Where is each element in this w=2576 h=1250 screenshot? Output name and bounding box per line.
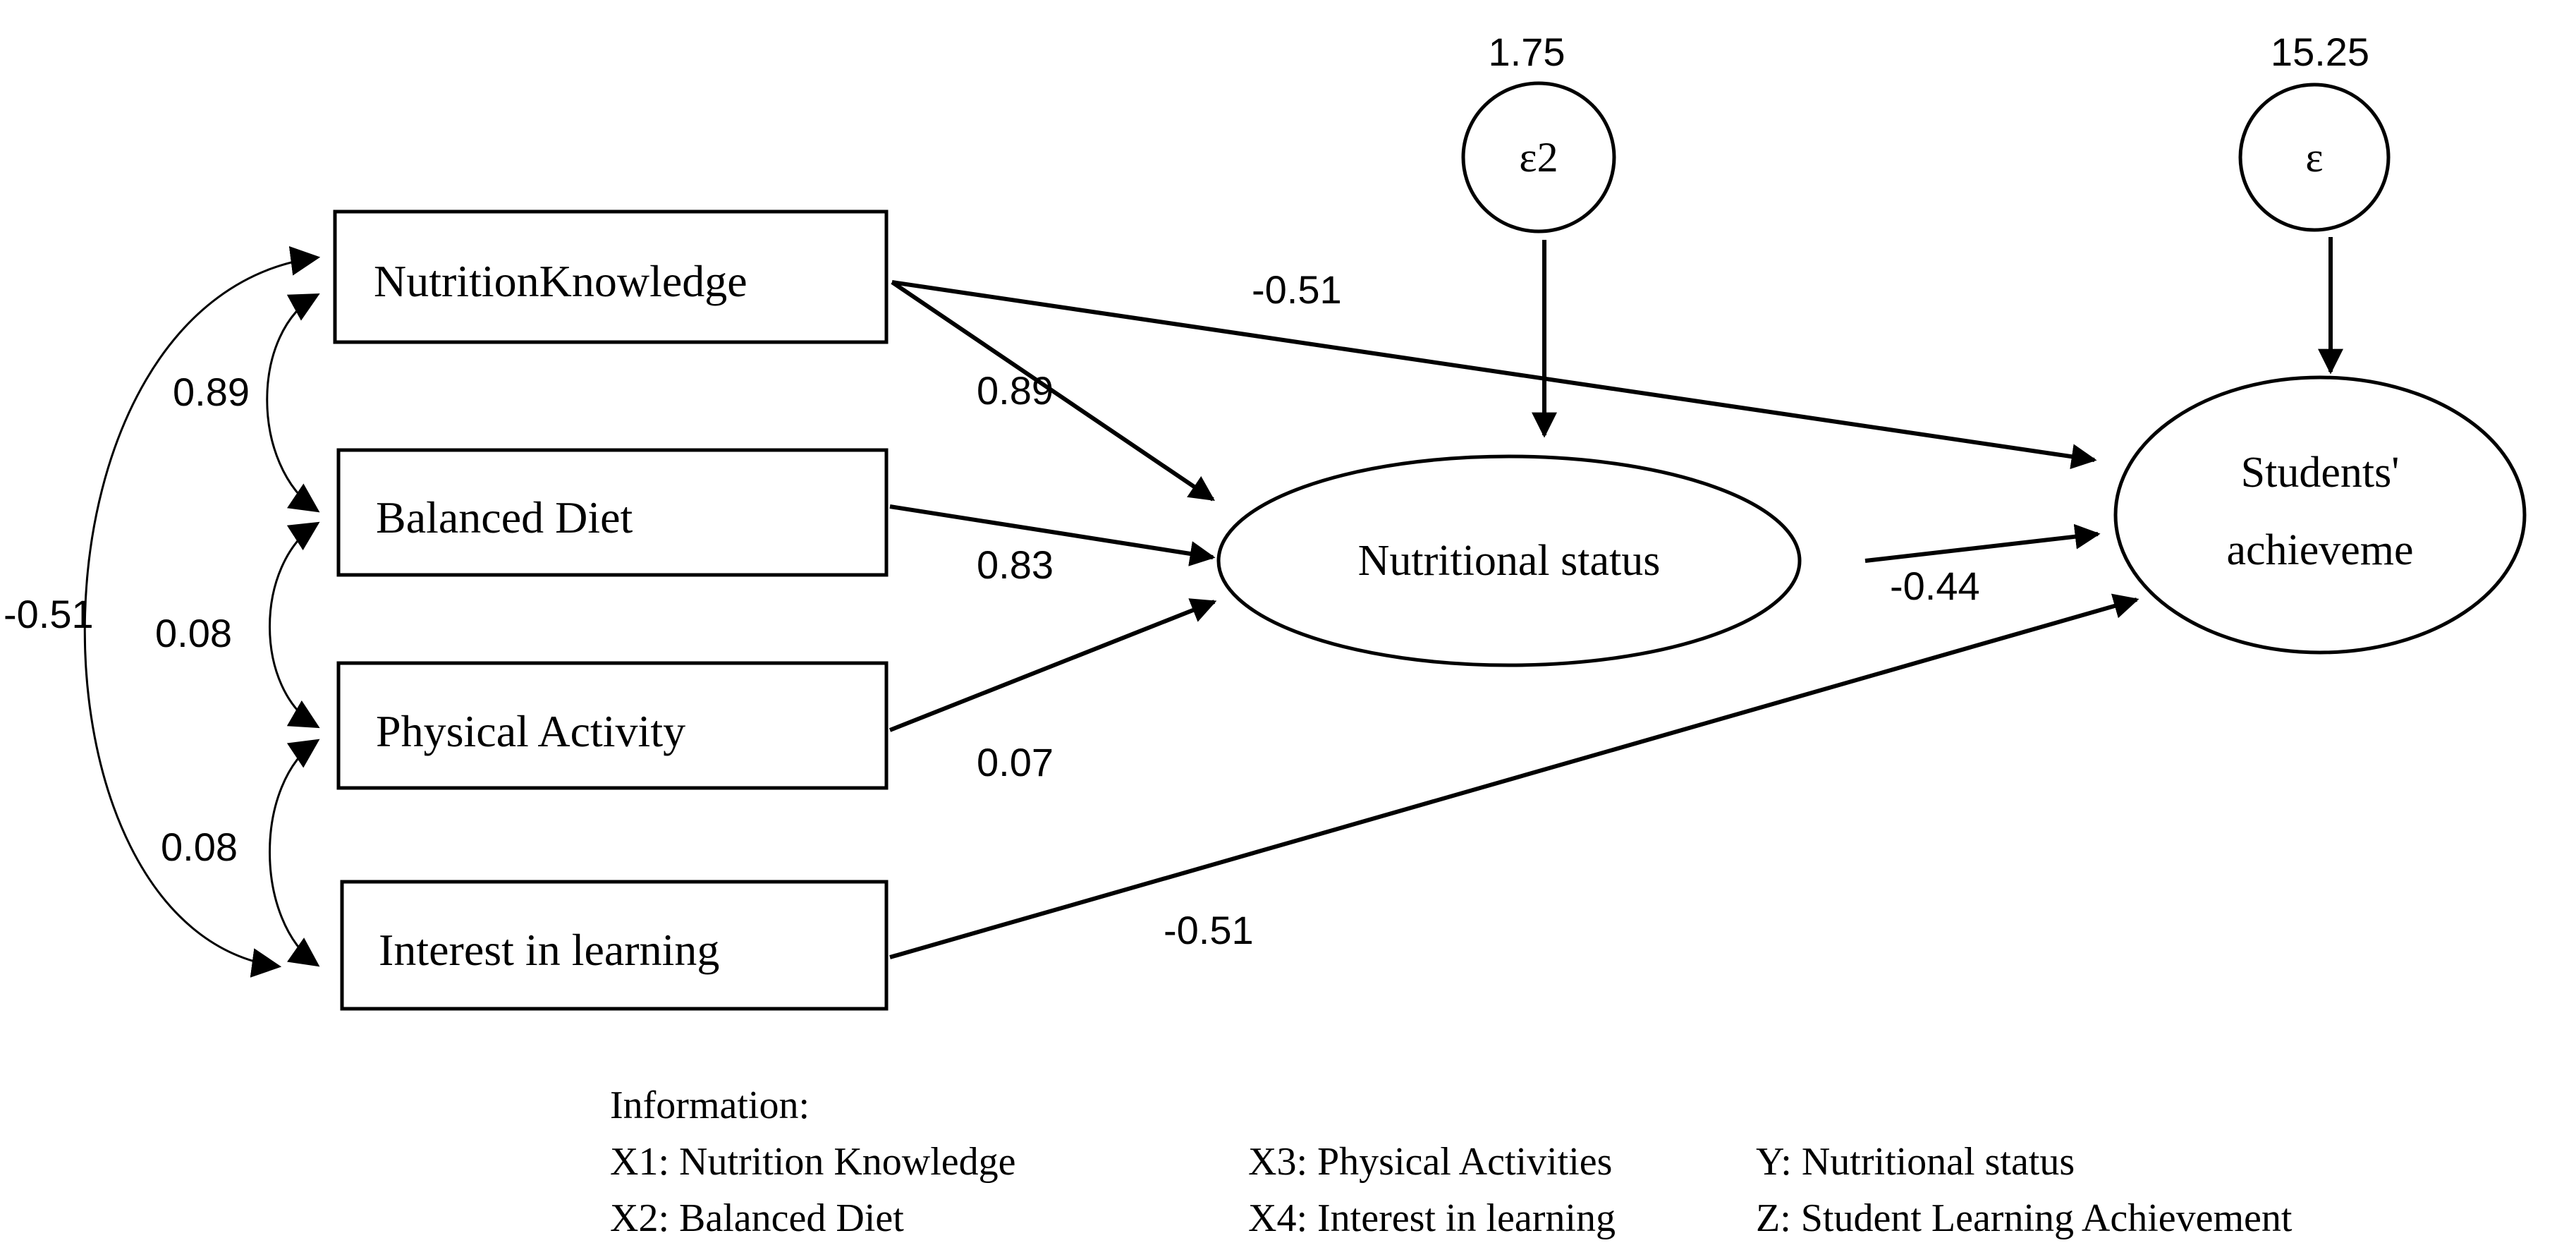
- cov-bd-pa: [269, 521, 320, 729]
- error-circle-e: ε 15.25: [2238, 30, 2391, 232]
- box-balanced-diet: Balanced Diet: [336, 448, 889, 577]
- arrow-bd-to-ns: [889, 504, 1216, 566]
- ellipse-students-achievement: Students' achieveme: [2113, 375, 2527, 655]
- coef-nk-to-ns: 0.89: [977, 368, 1054, 413]
- legend-heading: Information:: [610, 1084, 810, 1127]
- coef-il-to-sa: -0.51: [1164, 908, 1254, 952]
- legend-x3: X3: Physical Activities: [1248, 1140, 1612, 1184]
- cov-label-nk-bd: 0.89: [173, 370, 250, 414]
- cov-nk-bd: [266, 293, 320, 513]
- box-balanced-diet-label: Balanced Diet: [376, 492, 633, 542]
- coef-bd-to-ns: 0.83: [977, 542, 1054, 587]
- coef-nk-to-sa: -0.51: [1252, 267, 1342, 312]
- error-e-label: ε: [2305, 134, 2323, 181]
- variance-e2: 1.75: [1489, 30, 1565, 74]
- error-e2-label: ε2: [1519, 134, 1558, 181]
- cov-nk-il: [83, 246, 321, 978]
- box-interest-in-learning-label: Interest in learning: [379, 925, 719, 975]
- legend-x2: X2: Balanced Diet: [610, 1196, 904, 1240]
- legend-y: Y: Nutritional status: [1756, 1140, 2075, 1184]
- variance-e: 15.25: [2271, 30, 2369, 74]
- cov-pa-il: [269, 739, 320, 967]
- ellipse-students-line1: Students': [2241, 449, 2400, 497]
- box-nutrition-knowledge-label: NutritionKnowledge: [374, 256, 747, 306]
- arrow-il-to-sa: [889, 593, 2139, 959]
- cov-label-nk-il: -0.51: [4, 592, 94, 636]
- arrow-nk-to-sa: [891, 280, 2097, 470]
- legend-x1: X1: Nutrition Knowledge: [610, 1140, 1015, 1184]
- legend-x4: X4: Interest in learning: [1248, 1196, 1616, 1240]
- coef-pa-to-ns: 0.07: [977, 740, 1054, 784]
- box-physical-activity: Physical Activity: [336, 661, 889, 790]
- cov-label-pa-il: 0.08: [161, 825, 238, 869]
- ellipse-nutritional-status: Nutritional status: [1216, 454, 1802, 667]
- coef-ns-to-sa: -0.44: [1890, 564, 1980, 608]
- box-interest-in-learning: Interest in learning: [340, 880, 889, 1011]
- arrow-nk-to-ns: [891, 280, 1215, 502]
- legend-z: Z: Student Learning Achievement: [1756, 1196, 2293, 1240]
- arrow-ns-to-sa: [1864, 523, 2101, 563]
- legend: Information: X1: Nutrition Knowledge X2:…: [610, 1084, 2293, 1240]
- ellipse-students-line2: achieveme: [2226, 526, 2413, 574]
- covariance-curves: [83, 246, 321, 978]
- box-nutrition-knowledge: NutritionKnowledge: [333, 210, 889, 344]
- error-circle-e2: ε2 1.75: [1461, 30, 1616, 233]
- box-physical-activity-label: Physical Activity: [376, 706, 685, 756]
- ellipse-nutritional-status-label: Nutritional status: [1358, 537, 1661, 585]
- arrow-pa-to-ns: [889, 598, 1217, 732]
- path-arrows: [889, 237, 2343, 959]
- cov-label-bd-pa: 0.08: [155, 611, 232, 655]
